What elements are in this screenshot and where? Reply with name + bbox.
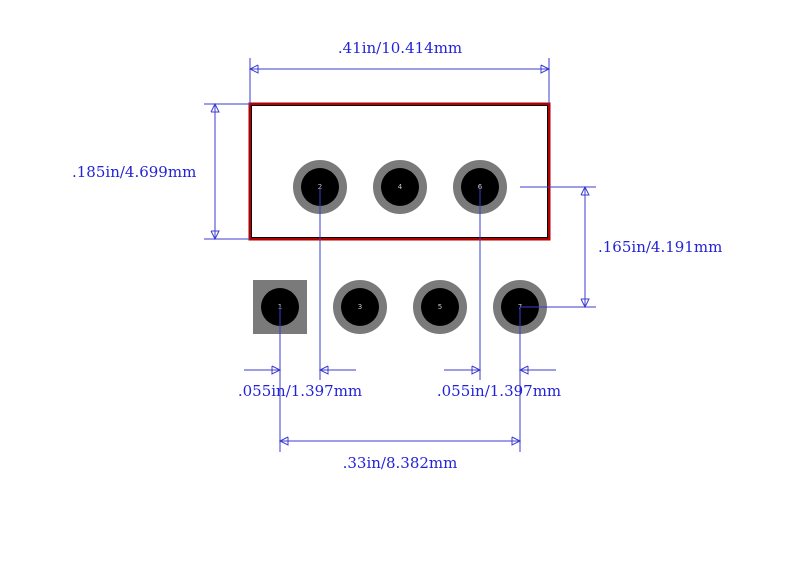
arrow-left-icon [518,365,529,375]
dimension-label-pitch-left: .055in/1.397mm [238,382,362,400]
drill-hole [381,168,419,206]
dimension-label-height: .185in/4.699mm [72,163,196,181]
dimension-span: .33in/8.382mm [278,380,522,472]
dimension-row-offset: .165in/4.191mm [520,185,722,309]
dimension-label-width: .41in/10.414mm [338,39,462,57]
pad-pin-5: 5 [413,280,467,334]
arrow-up-icon [210,102,220,113]
drill-hole [421,288,459,326]
arrow-left-icon [318,365,329,375]
arrow-right-icon [471,365,482,375]
arrow-left-icon [278,436,289,446]
dimension-width: .41in/10.414mm [248,39,551,104]
arrow-right-icon [271,365,282,375]
arrow-right-icon [511,436,522,446]
pin-number: 5 [438,303,442,311]
dimension-height: .185in/4.699mm [72,102,250,241]
pad-pin-3: 3 [333,280,387,334]
dimension-label-row-offset: .165in/4.191mm [598,238,722,256]
pin-number: 3 [358,303,362,311]
arrow-left-icon [248,64,259,74]
dimension-pitch-left: .055in/1.397mm [238,187,362,400]
dimension-pitch-right: .055in/1.397mm [437,187,561,452]
arrow-down-icon [210,230,220,241]
dimension-label-span: .33in/8.382mm [343,454,458,472]
arrow-up-icon [580,185,590,196]
dimension-label-pitch-right: .055in/1.397mm [437,382,561,400]
pad-pin-4: 4 [373,160,427,214]
body-outline [248,102,551,241]
arrow-right-icon [540,64,551,74]
pin-number: 4 [398,183,403,191]
drill-hole [341,288,379,326]
arrow-down-icon [580,298,590,309]
